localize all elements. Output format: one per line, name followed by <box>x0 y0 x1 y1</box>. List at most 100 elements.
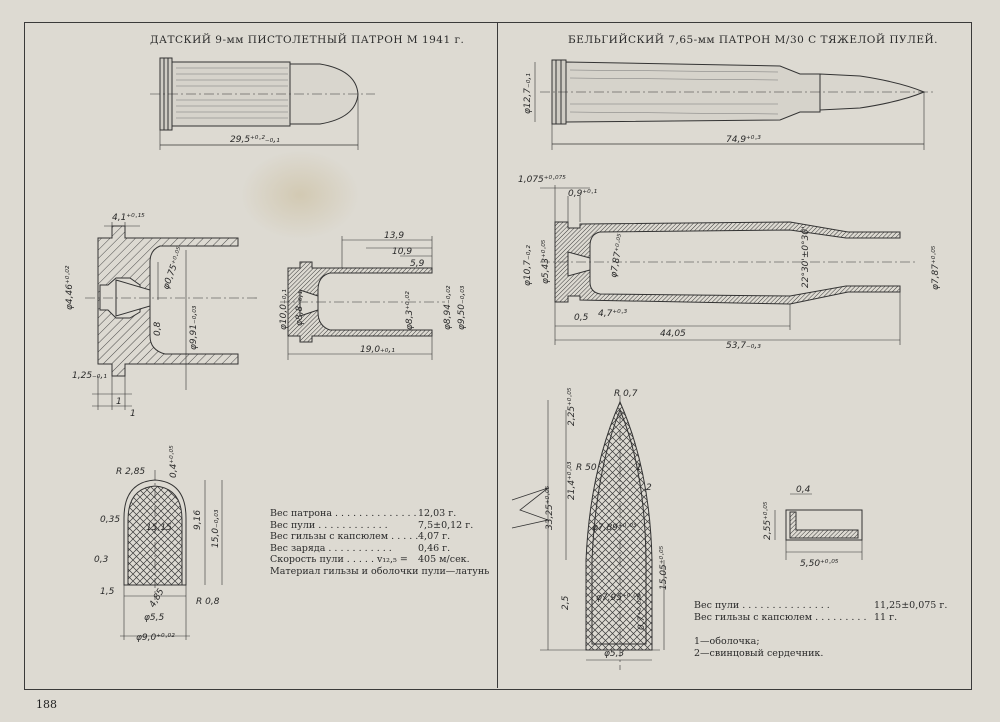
dim-4-46: φ4,46⁺⁰·⁰² <box>65 265 75 310</box>
dim-2-5: 2,5 <box>561 595 571 610</box>
dim-4-7: 4,7⁺⁰·³ <box>598 309 628 319</box>
dim-21-4: 21,4⁺⁰·⁰³ <box>567 461 577 500</box>
drawing-frame <box>24 22 972 690</box>
spec-label: Вес пули . . . . . . . . . . . . <box>270 519 388 531</box>
dim-0-7: 0,7⁺⁰·⁰²⁵ <box>637 593 647 630</box>
spec-label: Вес гильзы с капсюлем . . . . . . . . . <box>694 611 867 623</box>
dim-10-7: φ10,7₋₀,₂ <box>523 245 533 286</box>
left-title: ДАТСКИЙ 9-мм ПИСТОЛЕТНЫЙ ПАТРОН М 1941 г… <box>150 34 465 46</box>
spec-value: 0,46 г. <box>418 542 451 554</box>
dim-7-87-a: φ7,87⁺⁰·⁰⁵ <box>609 233 627 279</box>
material-note: Материал гильзы и оболочки пули—латунь <box>270 565 490 577</box>
dim-2-55: 2,55⁺⁰·⁰⁵ <box>763 501 773 540</box>
dim-r-2-85: R 2,85 <box>116 467 145 477</box>
dim-7-89: φ7,89⁺⁰·⁰³ <box>592 523 637 533</box>
dim-15-15: 15,15 <box>146 523 172 533</box>
spec-row: Вес гильзы с капсюлем . . . . .4,07 г. <box>270 531 489 543</box>
spec-value: 11 г. <box>874 611 898 623</box>
dim-5-3: φ5,3 <box>604 649 625 659</box>
center-divider <box>497 22 498 688</box>
dim-r-0-8: R 0,8 <box>196 597 220 607</box>
spec-label: Вес пули . . . . . . . . . . . . . . . <box>694 600 830 611</box>
dim-0-35: 0,35 <box>100 515 120 525</box>
dim-1-5: 1,5 <box>100 587 115 597</box>
callout-2: 2 <box>646 483 652 493</box>
dim-19-0: 19,0₊₀,₁ <box>360 345 395 355</box>
dim-0-4-cup: 0,4 <box>796 485 811 495</box>
dim-8-8: φ8,8₋₀,₁ <box>295 291 305 326</box>
dim-53-7: 53,7₋₀,₃ <box>726 341 761 351</box>
dim-1-b: 1 <box>130 409 136 419</box>
dim-29-5: 29,5⁺⁰·²₋₀,₁ <box>230 135 280 145</box>
dim-12-7: φ12,7₋₀,₁ <box>523 73 533 114</box>
dim-5-5: φ5,5 <box>144 613 165 623</box>
spec-value: 405 м/сек. <box>418 554 470 565</box>
dim-10-0: φ10,0₋₀,₁ <box>279 289 289 330</box>
spec-row: Вес гильзы с капсюлем . . . . . . . . . 1… <box>694 612 947 624</box>
spec-value: 11,25±0,075 г. <box>874 600 948 611</box>
dim-33-25: 33,25⁺⁰·⁰⁵ <box>545 485 555 530</box>
dim-15-05: 15,05⁺⁰·⁰⁵ <box>659 545 669 590</box>
spec-row: Скорость пули . . . . . v₁₂,₅ = 405 м/сек… <box>270 554 489 566</box>
left-specs: Вес патрона . . . . . . . . . . . . . .1… <box>270 508 489 577</box>
dim-0-4: 0,4⁺⁰·⁰⁵ <box>169 445 179 478</box>
dim-9-50: φ9,50₋₀,₀₃ <box>457 285 467 330</box>
dim-15-0: 15,0₋₀,₀₃ <box>211 509 221 548</box>
right-title: БЕЛЬГИЙСКИЙ 7,65-мм ПАТРОН М/30 С ТЯЖЕЛО… <box>568 34 939 46</box>
dim-0-3: 0,3 <box>94 555 109 565</box>
dim-4-85: 4,85 <box>148 587 167 610</box>
dim-0-8: 0,8 <box>153 321 163 336</box>
dim-0-9: 0,9⁺⁰·¹ <box>568 189 598 199</box>
dim-13-9: 13,9 <box>384 231 404 241</box>
dim-9-91: φ9,91₋₀,₀₃ <box>189 305 199 350</box>
dimension-labels: 29,5⁺⁰·²₋₀,₁ 4,1⁺⁰·¹⁵ φ4,46⁺⁰·⁰² φ0,75⁺⁰… <box>65 73 941 659</box>
spec-row: Вес заряда . . . . . . . . . . . 0,46 г. <box>270 543 489 555</box>
dim-9-16: 9,16 <box>193 510 203 530</box>
spec-row: Вес патрона . . . . . . . . . . . . . .1… <box>270 508 489 520</box>
dim-r-50: R 50 <box>576 463 597 473</box>
dim-8-94: φ8,94₋₀,₀₂ <box>443 285 453 330</box>
dim-10-9: 10,9 <box>392 247 412 257</box>
dim-8-3: φ8,3⁺⁰·⁰² <box>405 291 415 330</box>
dim-2-25: 2,25⁺⁰·⁰⁵ <box>567 387 577 426</box>
dim-7-87-b: φ7,87⁺⁰·⁰⁵ <box>931 245 941 290</box>
belgian-bullet-section <box>511 395 665 670</box>
spec-label: Вес патрона . . . . . . . . . . . . . . <box>270 508 417 519</box>
dim-4-1: 4,1⁺⁰·¹⁵ <box>112 213 145 223</box>
spec-label: Вес гильзы с капсюлем . . . . . <box>270 531 419 542</box>
dim-5-43: φ5,43⁺⁰·⁰⁵ <box>541 239 551 284</box>
dim-angle: 22°30'±0°30' <box>801 226 811 288</box>
spec-value: 4,07 г. <box>418 531 451 542</box>
spec-row: Вес пули . . . . . . . . . . . . . . . 11… <box>694 600 947 612</box>
dim-1-075: 1,075⁺⁰·⁰⁷⁵ <box>518 175 566 185</box>
dim-0-75: φ0,75⁺⁰·⁰⁵ <box>161 246 186 292</box>
dim-r-0-7: R 0,7 <box>614 389 638 399</box>
spec-row: Вес пули . . . . . . . . . . . . 7,5±0,12… <box>270 520 489 532</box>
dim-44-05: 44,05 <box>660 329 686 339</box>
dim-7-95: φ7,95⁺⁰·⁰³ <box>596 593 641 603</box>
danish-case-head-section <box>85 222 260 410</box>
dim-5-9: 5,9 <box>410 259 425 269</box>
spec-value: 7,5±0,12 г. <box>418 519 474 531</box>
callout-1: 1 <box>636 463 642 473</box>
dim-1-25: 1,25₋₀,₁ <box>72 371 107 381</box>
spec-label: Скорость пули . . . . . v₁₂,₅ = <box>270 554 408 565</box>
danish-cartridge-side-view <box>150 57 375 150</box>
dim-9-0: φ9,0⁺⁰·⁰² <box>136 633 175 643</box>
dim-0-5: 0,5 <box>574 313 589 323</box>
legend-item: 1—оболочка; <box>694 636 760 647</box>
jacket-cup-section <box>774 493 863 560</box>
belgian-cartridge-side-view <box>534 59 935 150</box>
legend: 1—оболочка; 2—свинцовый сердечник. <box>694 636 823 660</box>
dim-1-a: 1 <box>116 397 122 407</box>
right-specs: Вес пули . . . . . . . . . . . . . . . 11… <box>694 600 947 623</box>
legend-item: 2—свинцовый сердечник. <box>694 648 824 659</box>
paper-stain <box>240 150 360 240</box>
dim-74-9: 74,9⁺⁰·³ <box>726 135 761 145</box>
spec-label: Вес заряда . . . . . . . . . . . <box>270 542 392 554</box>
dim-5-50: 5,50⁺⁰·⁰⁵ <box>800 559 839 569</box>
danish-bullet-section <box>120 470 223 640</box>
belgian-case-section <box>540 185 915 345</box>
